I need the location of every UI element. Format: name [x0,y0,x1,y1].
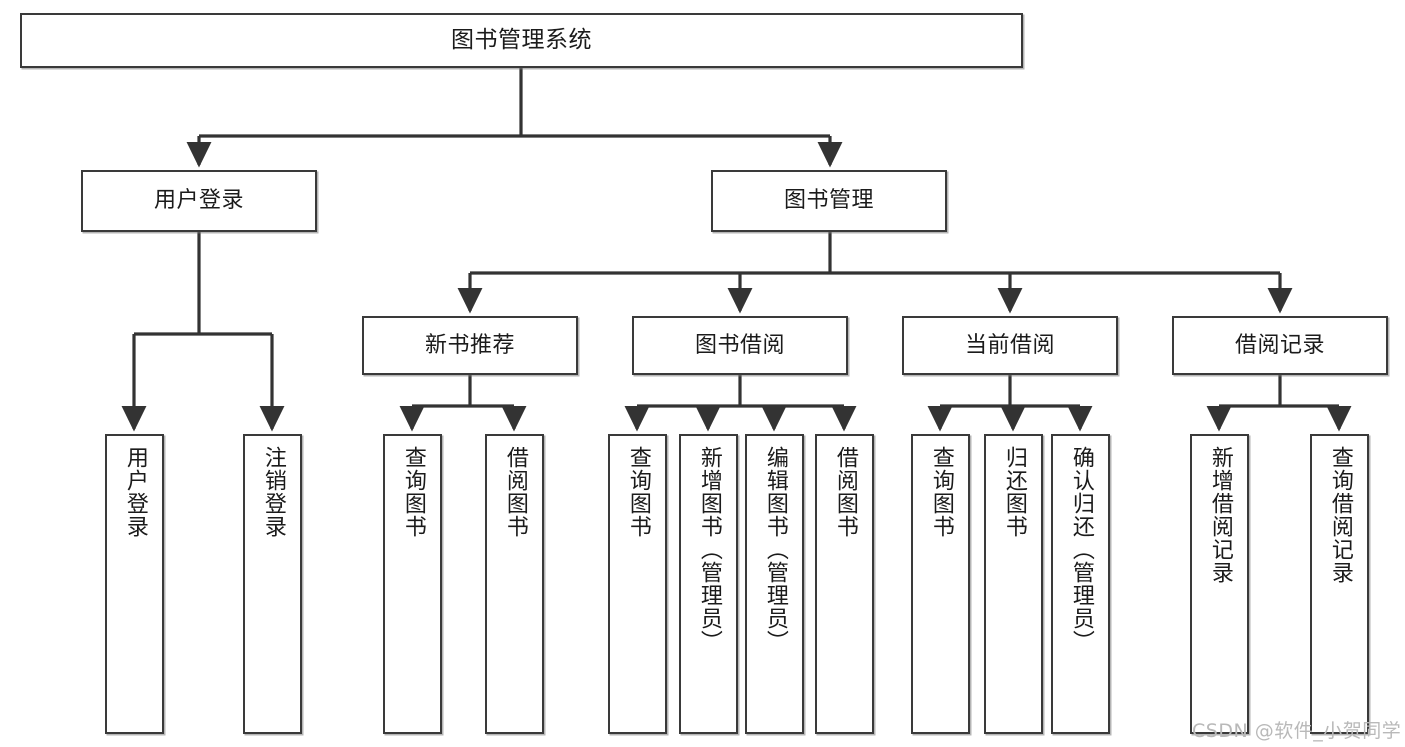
node-leaf-current-confirm-label: 确认归还（管理员） [1068,446,1094,653]
node-book-manage-label: 图书管理 [783,188,874,214]
node-leaf-user-login[interactable]: 用户登录 [105,434,164,734]
node-leaf-record-add-label: 新增借阅记录 [1207,446,1233,584]
node-current-borrow-label: 当前借阅 [964,332,1055,358]
node-leaf-borrow-edit[interactable]: 编辑图书（管理员） [745,434,804,734]
node-leaf-user-logout[interactable]: 注销登录 [243,434,302,734]
node-leaf-current-return[interactable]: 归还图书 [984,434,1043,734]
node-borrow-record[interactable]: 借阅记录 [1172,316,1388,375]
node-leaf-borrow-add-label: 新增图书（管理员） [696,446,722,653]
node-leaf-current-return-label: 归还图书 [1001,446,1027,538]
node-leaf-borrow-add[interactable]: 新增图书（管理员） [679,434,738,734]
node-leaf-record-query-label: 查询借阅记录 [1327,446,1353,584]
node-leaf-rec-query-label: 查询图书 [400,446,426,538]
node-user-login[interactable]: 用户登录 [81,170,317,232]
node-new-book-rec[interactable]: 新书推荐 [362,316,578,375]
node-leaf-borrow-query[interactable]: 查询图书 [608,434,667,734]
node-current-borrow[interactable]: 当前借阅 [902,316,1118,375]
node-leaf-current-confirm[interactable]: 确认归还（管理员） [1051,434,1110,734]
node-book-borrow-label: 图书借阅 [694,332,785,358]
node-leaf-user-login-label: 用户登录 [122,446,148,538]
node-user-login-label: 用户登录 [153,188,244,214]
node-leaf-record-add[interactable]: 新增借阅记录 [1190,434,1249,734]
node-leaf-borrow-query-label: 查询图书 [625,446,651,538]
node-leaf-borrow-lend-label: 借阅图书 [832,446,858,538]
node-leaf-user-logout-label: 注销登录 [260,446,286,538]
node-book-manage[interactable]: 图书管理 [711,170,947,232]
node-leaf-current-query-label: 查询图书 [928,446,954,538]
node-leaf-rec-borrow-label: 借阅图书 [502,446,528,538]
node-leaf-rec-borrow[interactable]: 借阅图书 [485,434,544,734]
watermark: CSDN @软件_小贺同学 [1192,720,1402,742]
node-leaf-rec-query[interactable]: 查询图书 [383,434,442,734]
node-leaf-borrow-lend[interactable]: 借阅图书 [815,434,874,734]
node-borrow-record-label: 借阅记录 [1234,332,1325,358]
node-leaf-current-query[interactable]: 查询图书 [911,434,970,734]
node-new-book-rec-label: 新书推荐 [424,332,515,358]
node-root[interactable]: 图书管理系统 [20,13,1023,68]
node-leaf-record-query[interactable]: 查询借阅记录 [1310,434,1369,734]
node-leaf-borrow-edit-label: 编辑图书（管理员） [762,446,788,653]
node-book-borrow[interactable]: 图书借阅 [632,316,848,375]
node-root-label: 图书管理系统 [451,27,592,54]
